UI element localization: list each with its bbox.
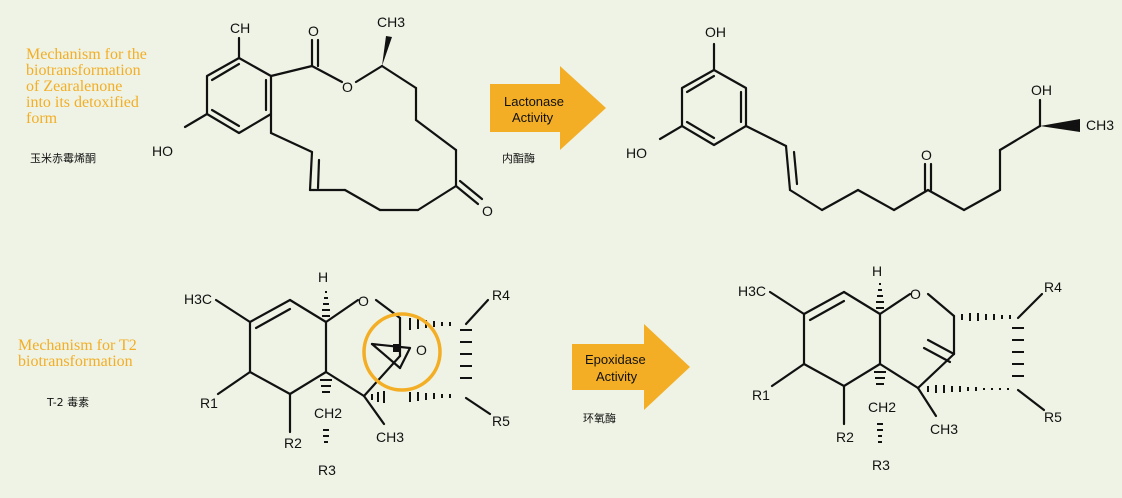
atom-o-ketone: O [482,203,493,219]
epoxidase-label-line1: Epoxidase [585,352,646,367]
epoxidase-arrow: Epoxidase Activity [572,324,690,410]
lactonase-arrow: Lactonase Activity [490,66,606,150]
atom-oh-chain: OH [1031,82,1052,98]
atom-ho-product: HO [626,145,647,161]
lactonase-chinese-label: 内酯酶 [502,151,535,165]
t2-product-side-bonds [1016,292,1046,412]
t2-product-hashed-bonds [874,283,1024,443]
atom-r1-product: R1 [752,387,770,403]
atom-r1-t2: R1 [200,395,218,411]
epoxide-center-marker [393,344,401,352]
atom-ho-left: HO [152,143,173,159]
epoxidase-label-line2: Activity [596,369,638,384]
zearalenone-structure [183,36,484,212]
zearalenone-ch3-wedge [382,36,392,66]
t2-side-bonds [464,298,492,416]
atom-ch2-t2: CH2 [314,405,342,421]
atom-r4-t2: R4 [492,287,510,303]
epoxidase-chinese-label: 环氧酶 [583,411,616,425]
atom-o-ester: O [342,79,353,95]
zearalenone-product-structure [658,42,1042,212]
atom-ch: CH [230,20,250,36]
atom-oh-top: OH [705,24,726,40]
atom-o-epoxide: O [416,342,427,358]
atom-r2-product: R2 [836,429,854,445]
atom-ch3-t2: CH3 [376,429,404,445]
t2-toxin-structure [214,298,412,434]
atom-h-t2: H [318,269,328,285]
epoxide-highlight-circle [362,312,442,392]
atom-ch3-product: CH3 [930,421,958,437]
t2-product-structure [768,290,956,426]
atom-h3c-product: H3C [738,283,766,299]
atom-r5-t2: R5 [492,413,510,429]
t2-mechanism-caption: Mechanism for T2 biotransformation [18,337,137,370]
zearalenone-chinese-label: 玉米赤霉烯酮 [30,152,96,165]
atom-ch3-chain: CH3 [1086,117,1114,133]
t2-hashed-bonds [320,291,472,443]
atom-o-product-ketone: O [921,147,932,163]
atom-h3c-t2: H3C [184,291,212,307]
atom-r2-t2: R2 [284,435,302,451]
lactonase-label-line1: Lactonase [504,94,564,109]
atom-r3-t2: R3 [318,462,336,478]
atom-ch2-product: CH2 [868,399,896,415]
atom-r3-product: R3 [872,457,890,473]
atom-r5-product: R5 [1044,409,1062,425]
atom-o-product-ring: O [910,286,921,302]
atom-o-carbonyl: O [308,23,319,39]
zearalenone-mechanism-caption: Mechanism for the biotransformation of Z… [26,46,147,127]
product-ch3-wedge [1040,119,1080,132]
atom-o-t2-ring: O [358,293,369,309]
atom-r4-product: R4 [1044,279,1062,295]
t2-chinese-label: T-2 毒素 [47,396,90,409]
lactonase-label-line2: Activity [512,110,554,125]
atom-h-product: H [872,263,882,279]
atom-ch3-top: CH3 [377,14,405,30]
